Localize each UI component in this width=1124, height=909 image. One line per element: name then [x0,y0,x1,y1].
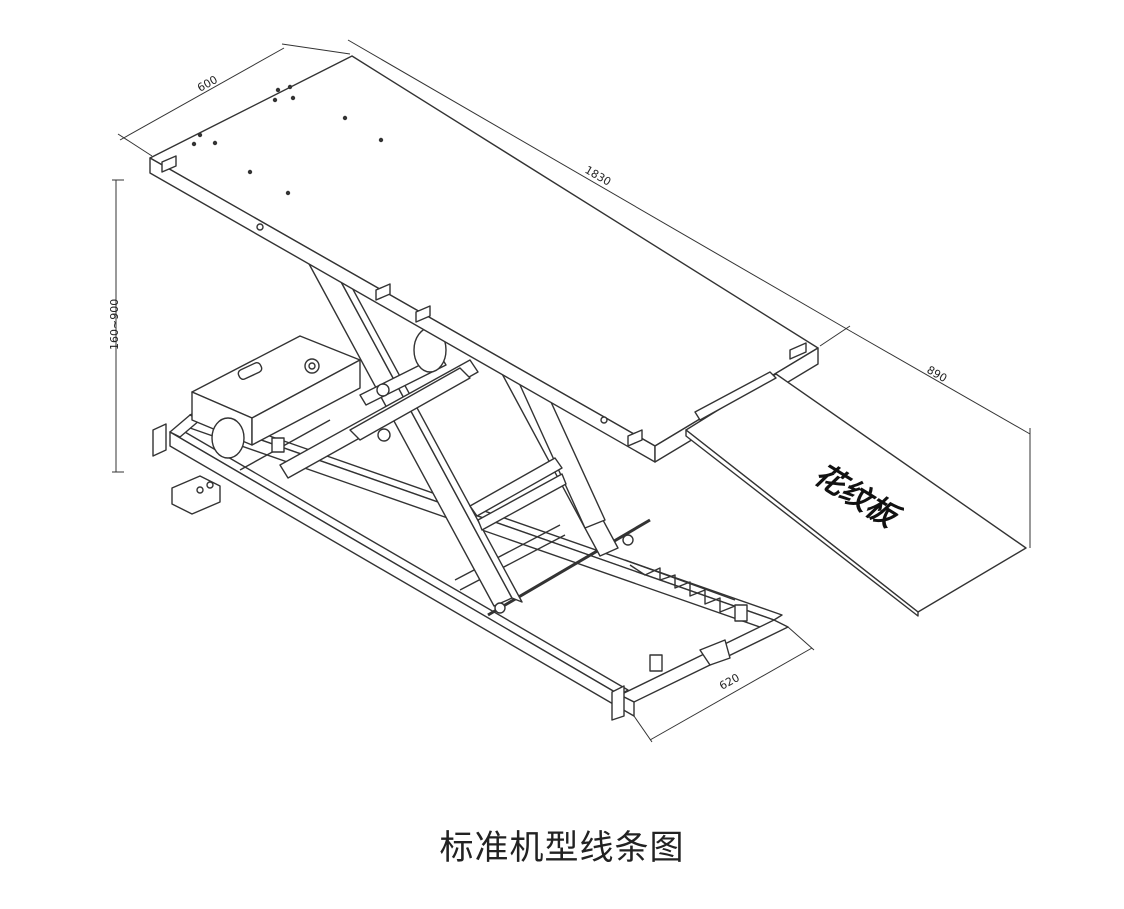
pump-box [191,335,361,459]
dim-height-label: 160~900 [108,299,121,350]
platform-holes [191,84,384,196]
figure-caption: 标准机型线条图 [439,828,685,868]
ramp [685,371,1027,617]
base-frame [152,410,789,721]
dim-ramp-label: 890 [925,363,950,385]
scissor-arms [279,253,634,614]
dimension-lines [112,39,1031,743]
